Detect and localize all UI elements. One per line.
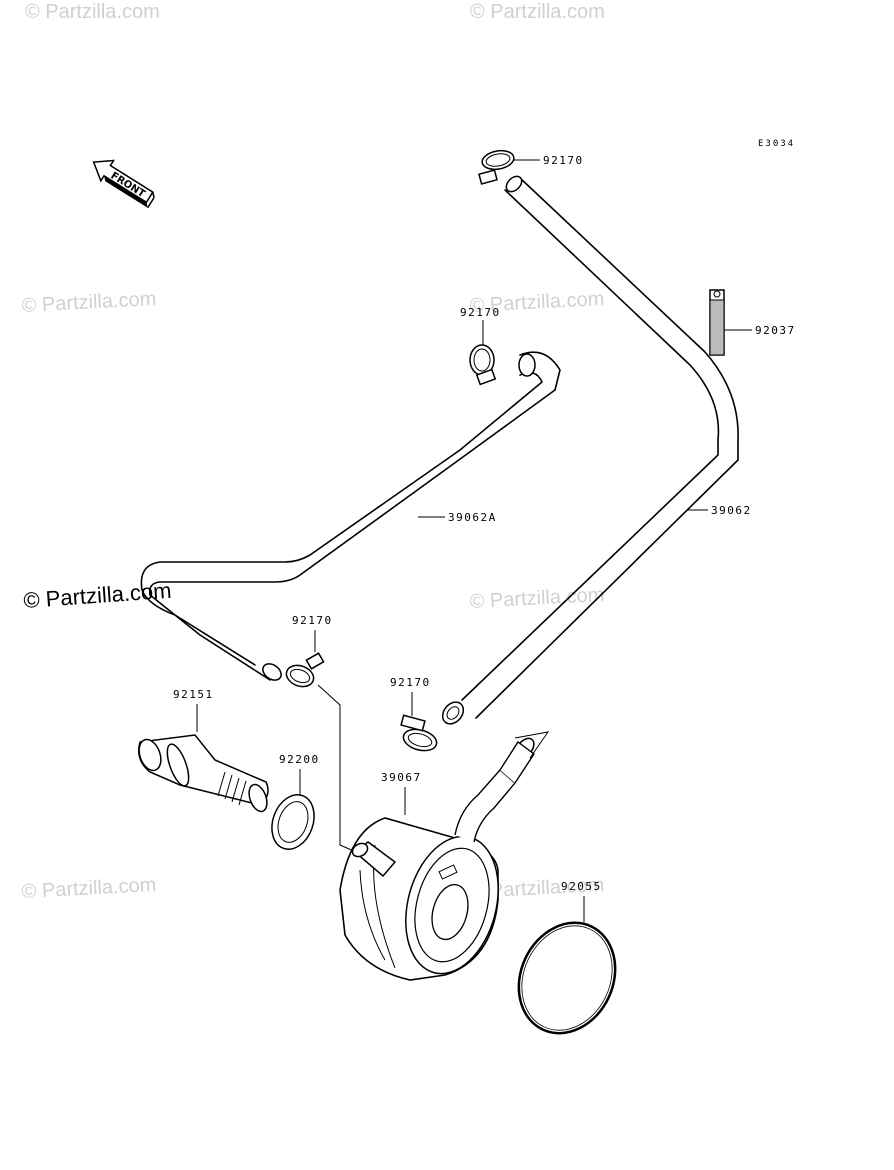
diagram-code: E3034 xyxy=(758,139,795,149)
clamp-92170-left xyxy=(285,652,325,688)
watermark: © Partzilla.com xyxy=(470,1,605,23)
label-92055: 92055 xyxy=(561,880,602,893)
band-92037 xyxy=(709,289,725,356)
watermark: © Partzilla.com xyxy=(25,1,160,23)
front-arrow-icon: FRONT xyxy=(92,159,155,209)
label-39062A: 39062A xyxy=(448,511,497,524)
clamp-92170-top xyxy=(478,149,515,185)
label-92170-left: 92170 xyxy=(292,614,333,627)
watermark-main: © Partzilla.com xyxy=(23,578,173,613)
label-92170-top: 92170 xyxy=(543,154,584,167)
hose-39062A xyxy=(140,351,561,681)
oil-cooler-39067 xyxy=(339,731,550,981)
label-92151: 92151 xyxy=(173,688,214,701)
bolt-92151 xyxy=(138,734,269,813)
o-ring-92055 xyxy=(517,921,617,1035)
washer-92200 xyxy=(271,794,315,850)
label-92170-right: 92170 xyxy=(390,676,431,689)
watermark: © Partzilla.com xyxy=(21,288,157,317)
watermark: © Partzilla.com xyxy=(469,584,605,613)
label-92037: 92037 xyxy=(755,324,796,337)
clamp-92170-right xyxy=(400,714,438,752)
label-39067: 39067 xyxy=(381,771,422,784)
clamp-92170-mid xyxy=(469,344,497,386)
hose-39062 xyxy=(441,175,739,725)
label-92170-mid: 92170 xyxy=(460,306,501,319)
label-92200: 92200 xyxy=(279,753,320,766)
watermark: © Partzilla.com xyxy=(21,874,157,903)
label-39062: 39062 xyxy=(711,504,752,517)
